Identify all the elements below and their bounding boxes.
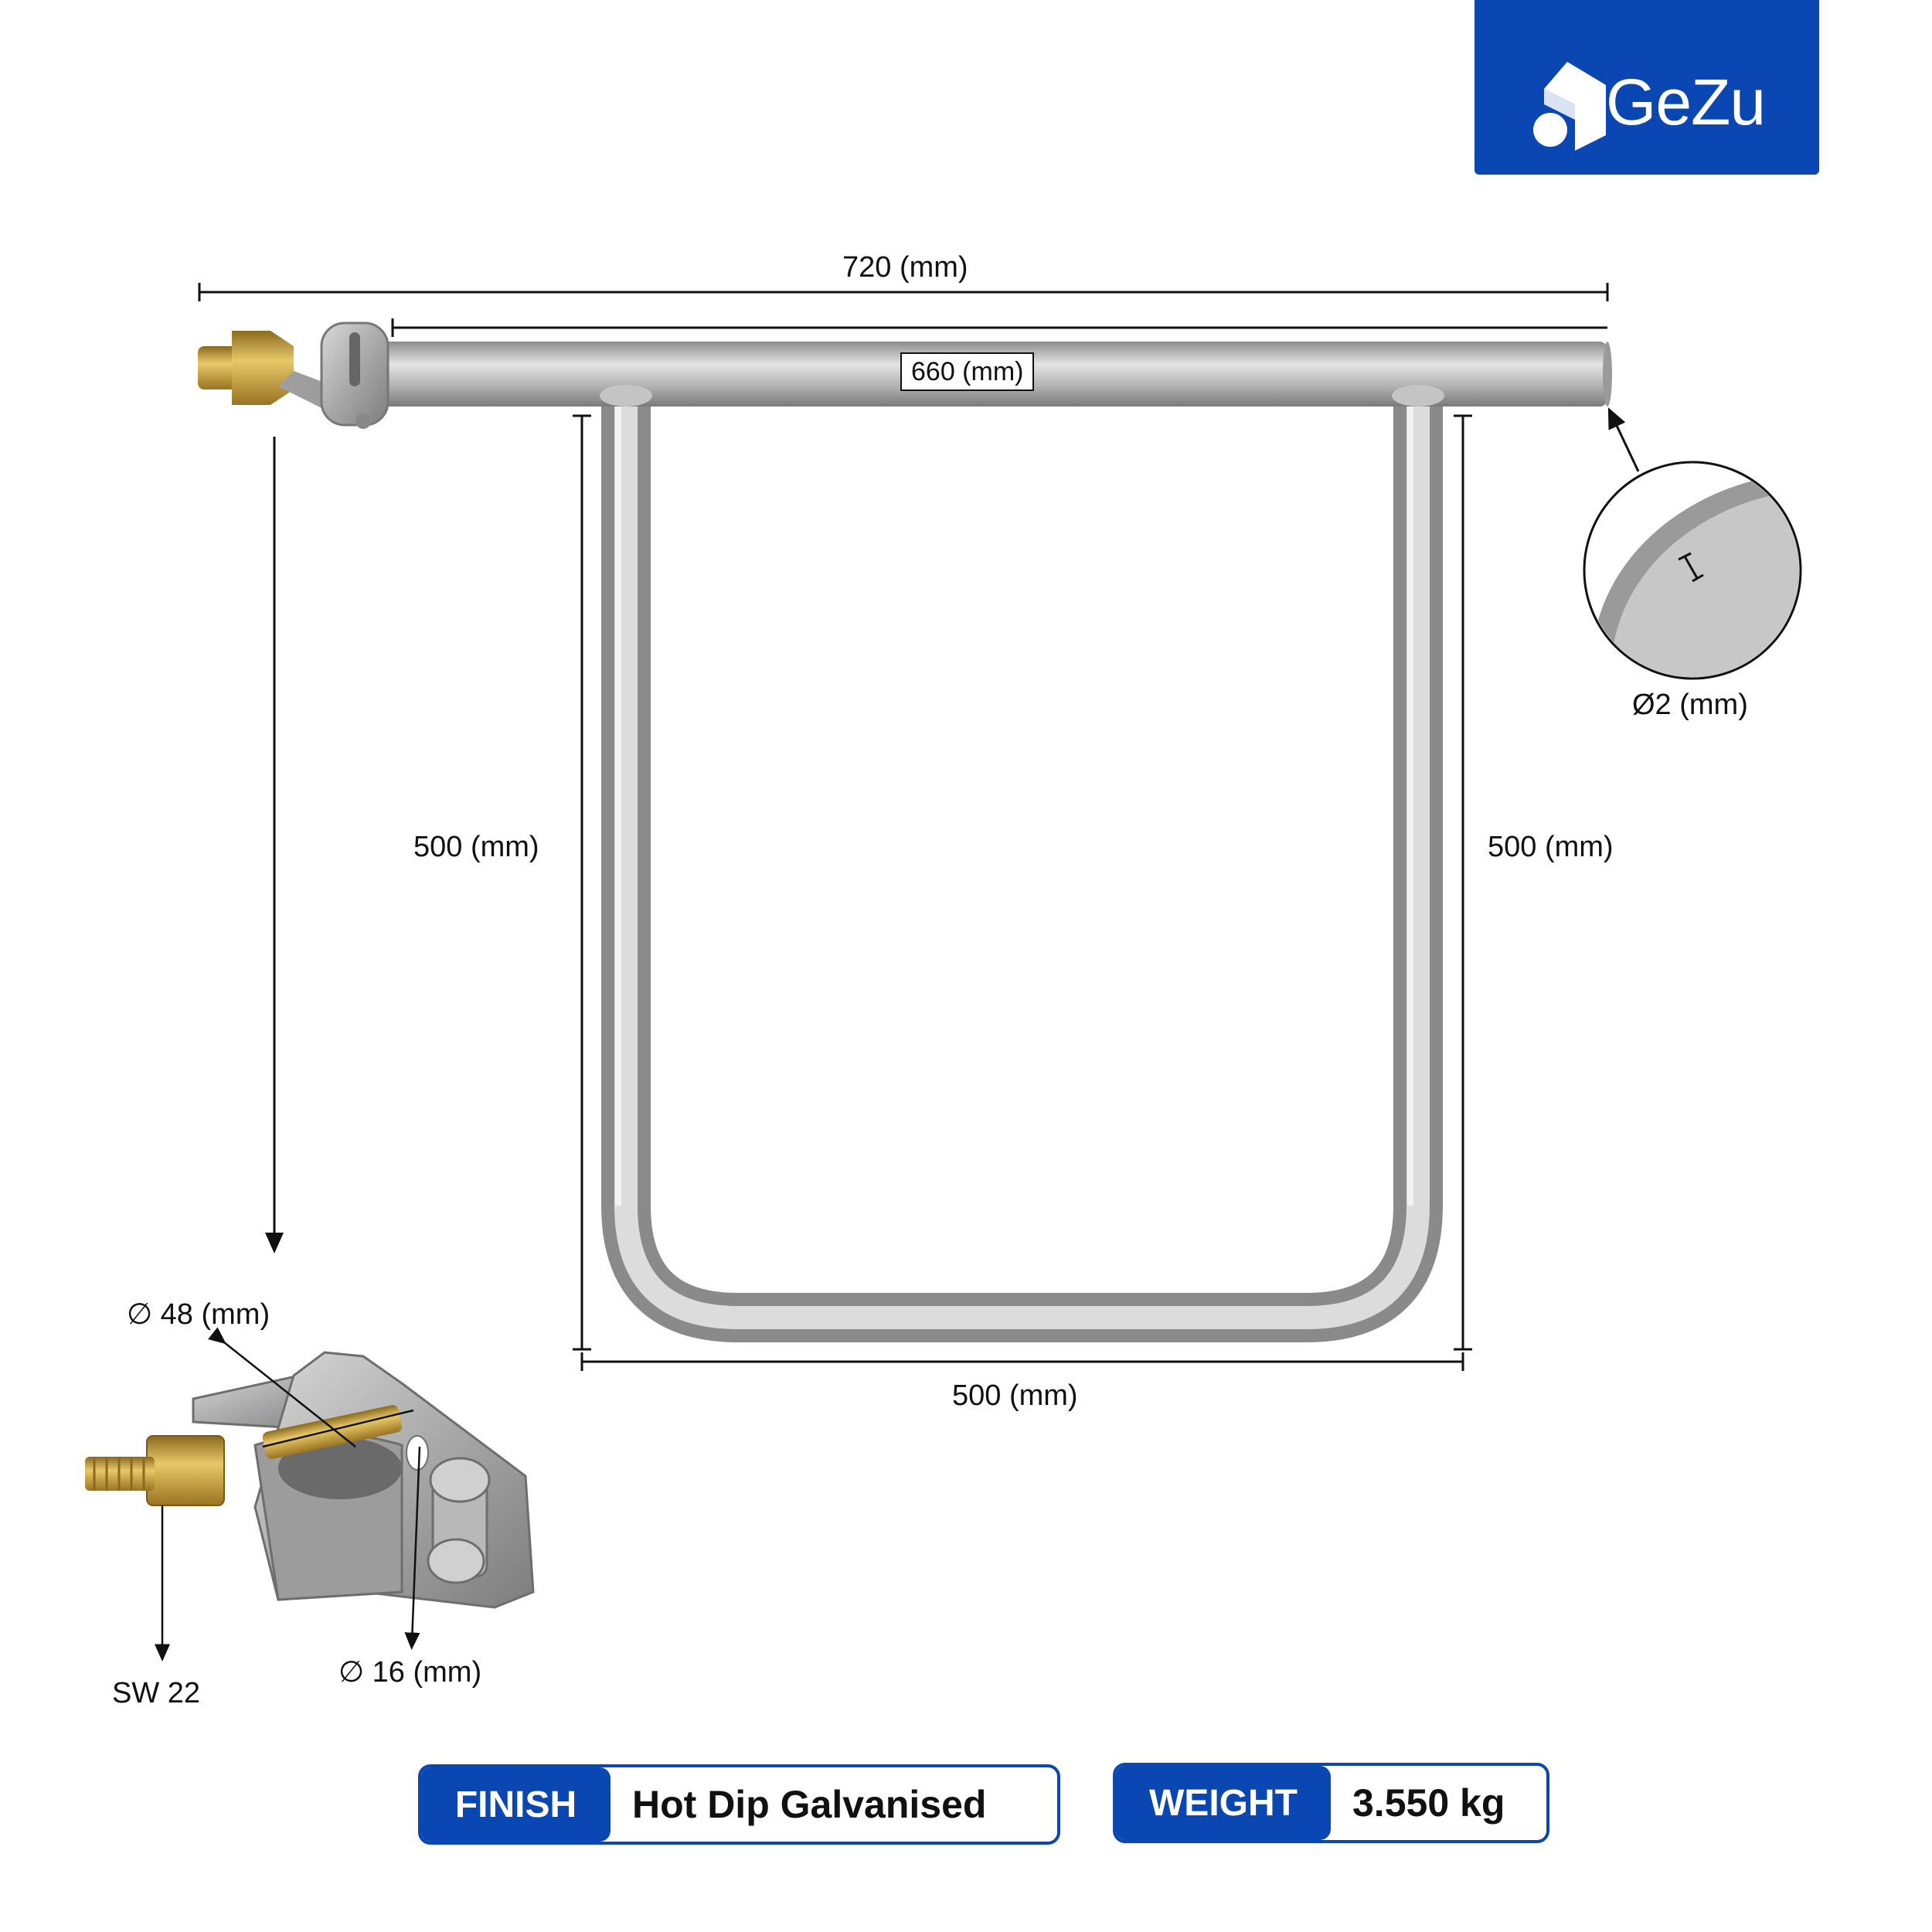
dim-right-height: 500 (mm) (1488, 831, 1614, 863)
weight-value: 3.550 kg (1352, 1781, 1505, 1825)
clamp-detail (85, 1351, 535, 1609)
weight-spec: WEIGHT 3.550 kg (1113, 1763, 1549, 1843)
finish-value: Hot Dip Galvanised (632, 1783, 987, 1826)
finish-label: FINISH (421, 1767, 611, 1842)
brand-logo: GeZu (1475, 0, 1819, 175)
dim-wall-thickness: Ø2 (mm) (1632, 689, 1748, 721)
finish-spec: FINISH Hot Dip Galvanised (418, 1764, 1060, 1845)
dim-clamp-diameter: ∅ 48 (mm) (127, 1298, 270, 1331)
brand-name: GeZu (1606, 66, 1766, 138)
weight-label: WEIGHT (1116, 1766, 1331, 1840)
dim-bolt-diameter: ∅ 16 (mm) (338, 1656, 482, 1689)
dim-overall-length: 720 (mm) (842, 251, 968, 284)
dim-left-height: 500 (mm) (413, 831, 539, 863)
wall-thickness-detail (1583, 461, 1802, 680)
dim-inner-length: 660 (mm) (900, 352, 1035, 391)
dim-wrench-size: SW 22 (112, 1677, 201, 1709)
end-coupler (198, 321, 389, 429)
dim-bottom-width: 500 (mm) (952, 1379, 1078, 1412)
logo-house-icon (1533, 62, 1606, 151)
u-tube (601, 377, 1443, 1342)
